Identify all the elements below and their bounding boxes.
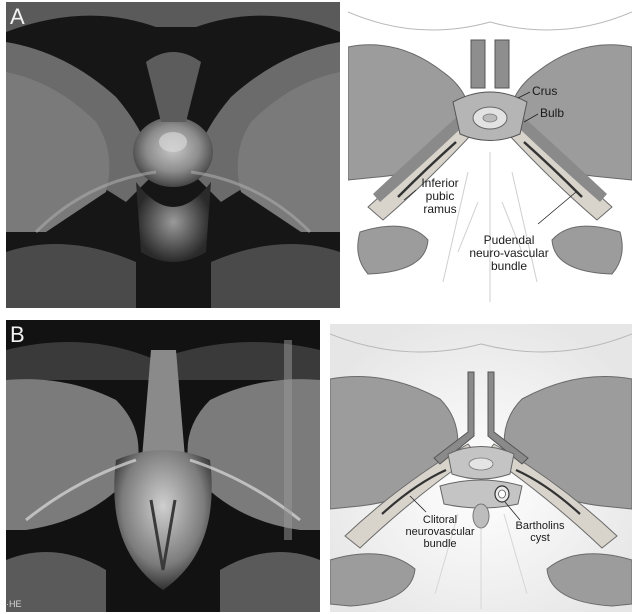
mri-image-b — [6, 320, 320, 612]
diagram-panel-b: Clitoral neurovascular bundle Bartholins… — [330, 324, 632, 612]
panel-letter-a: A — [10, 4, 25, 30]
mri-panel-a: A — [6, 2, 340, 308]
label-inferior-pubic-ramus: Inferior pubic ramus — [410, 177, 470, 216]
label-bartholins-cyst: Bartholins cyst — [500, 520, 580, 544]
label-pudendal-bundle: Pudendal neuro-vascular bundle — [454, 234, 564, 273]
corner-mark: ·HE — [6, 599, 22, 609]
diagram-panel-a: Crus Bulb Inferior pubic ramus Pudendal … — [348, 2, 632, 308]
anatomy-diagram-b — [330, 324, 632, 612]
mri-image-a — [6, 2, 340, 308]
label-crus: Crus — [532, 85, 557, 98]
label-bulb: Bulb — [540, 107, 564, 120]
mri-panel-b: B ·HE — [6, 320, 320, 612]
label-clitoral-bundle: Clitoral neurovascular bundle — [390, 514, 490, 550]
panel-letter-b: B — [10, 322, 25, 348]
